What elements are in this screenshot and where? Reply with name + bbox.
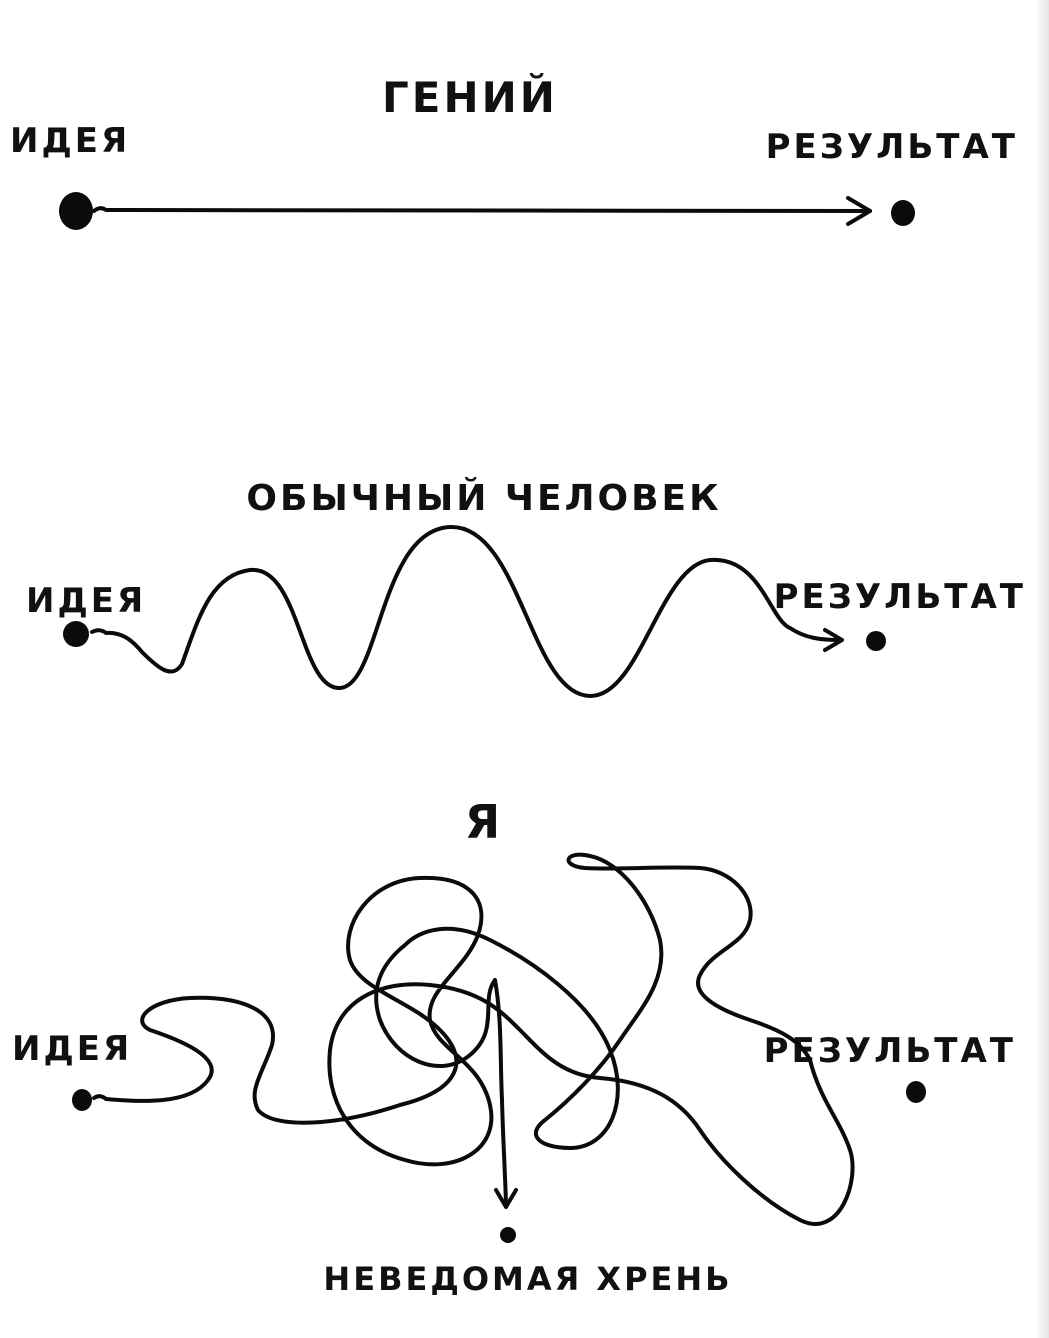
ordinary-end-label: РЕЗУЛЬТАТ: [774, 577, 1026, 617]
me-title: Я: [465, 795, 503, 849]
genius-panel: ГЕНИЙ ИДЕЯ РЕЗУЛЬТАТ: [10, 72, 1018, 230]
ordinary-path-arrowhead: [823, 628, 844, 652]
ordinary-result-dot: [866, 631, 886, 651]
me-outcome-dot: [500, 1227, 516, 1243]
genius-title: ГЕНИЙ: [382, 72, 558, 122]
me-idea-dot: [72, 1089, 92, 1111]
page-edge-shadow: [1035, 0, 1049, 1338]
genius-path-arrowhead: [846, 196, 872, 226]
genius-start-label: ИДЕЯ: [10, 121, 130, 161]
me-outcome-label: НЕВЕДОМАЯ ХРЕНЬ: [323, 1260, 732, 1298]
ordinary-idea-dot: [63, 621, 89, 647]
me-path-arrowhead: [494, 1188, 518, 1209]
genius-result-dot: [891, 200, 915, 226]
genius-idea-dot: [59, 192, 93, 230]
me-path-tangle: [92, 852, 855, 1226]
ordinary-path-wave: [90, 524, 842, 699]
ordinary-panel: ОБЫЧНЫЙ ЧЕЛОВЕК ИДЕЯ РЕЗУЛЬТАТ: [26, 477, 1026, 699]
me-result-dot: [906, 1081, 926, 1103]
genius-end-label: РЕЗУЛЬТАТ: [766, 127, 1018, 167]
ordinary-start-label: ИДЕЯ: [26, 581, 146, 621]
ordinary-title: ОБЫЧНЫЙ ЧЕЛОВЕК: [246, 477, 721, 519]
me-start-label: ИДЕЯ: [12, 1029, 132, 1069]
genius-path-line: [92, 206, 872, 213]
me-panel: Я ИДЕЯ РЕЗУЛЬТАТ НЕВЕДОМАЯ ХРЕНЬ: [12, 795, 1016, 1298]
me-end-label: РЕЗУЛЬТАТ: [764, 1031, 1016, 1071]
